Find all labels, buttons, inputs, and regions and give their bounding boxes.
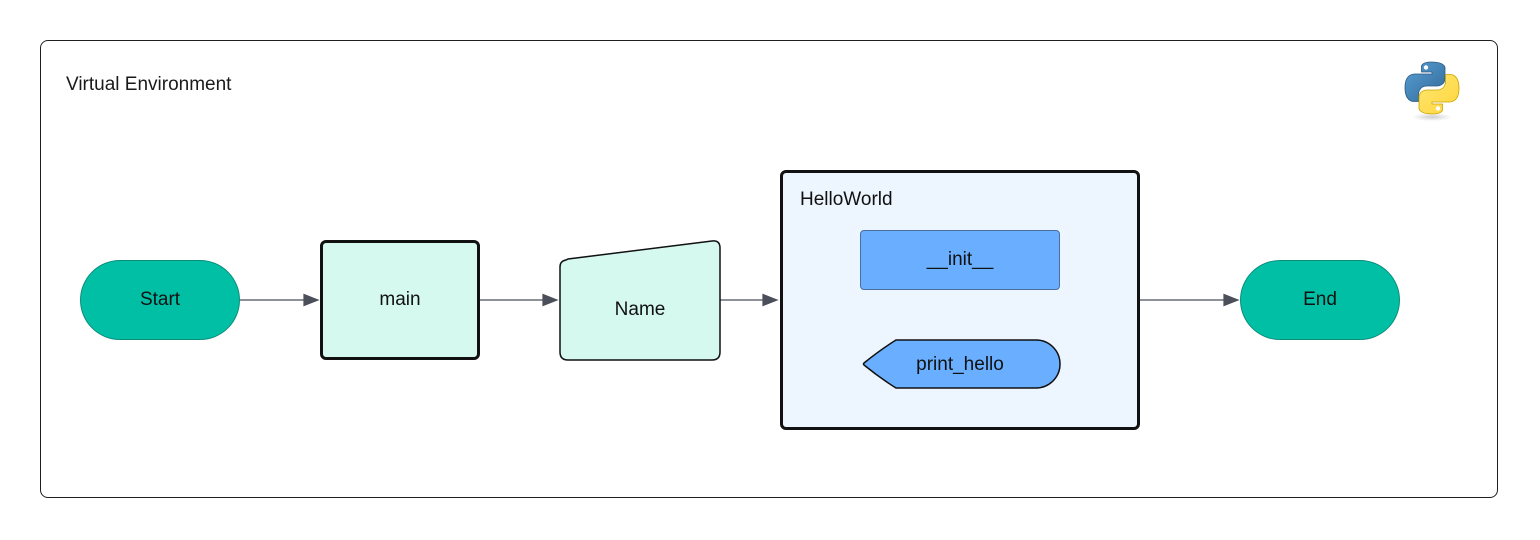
start-node[interactable]: Start (80, 260, 240, 340)
init-label: __init__ (926, 249, 994, 270)
print-hello-label: print_hello (916, 354, 1004, 375)
name-manual-input-node[interactable]: Name (558, 238, 722, 362)
print-hello-method-node[interactable]: print_hello (860, 338, 1062, 392)
init-method-node[interactable]: __init__ (860, 230, 1060, 290)
main-label: main (379, 289, 421, 310)
end-node[interactable]: End (1240, 260, 1400, 340)
environment-title: Virtual Environment (66, 74, 232, 95)
python-logo-icon (1401, 60, 1463, 122)
start-label: Start (139, 289, 181, 310)
helloworld-class-title: HelloWorld (800, 189, 893, 210)
end-label: End (1303, 289, 1337, 310)
name-label: Name (614, 299, 666, 320)
main-process-node[interactable]: main (320, 240, 480, 360)
